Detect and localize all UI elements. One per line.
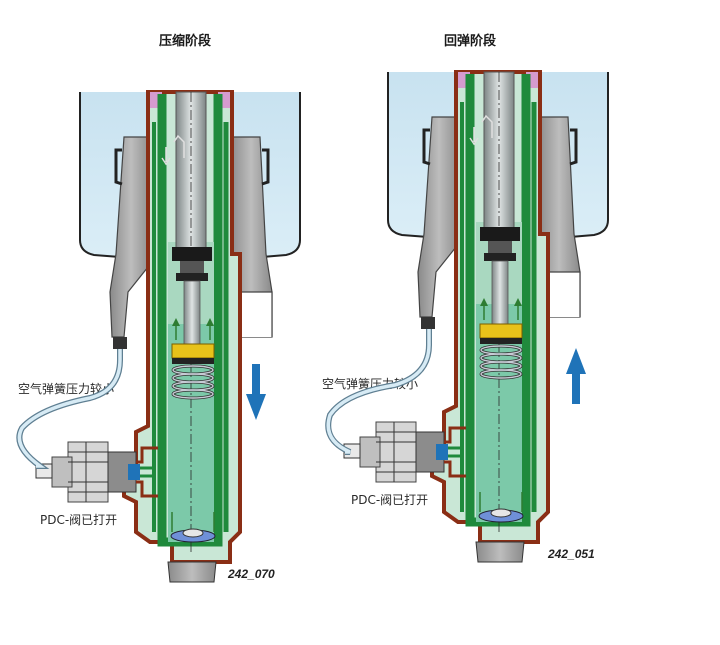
air-spring-label-left: 空气弹簧压力较小 [18, 382, 115, 396]
up-arrow-icon [566, 348, 586, 404]
figure-code-right: 242_051 [548, 547, 595, 561]
strut-rebound [344, 72, 608, 562]
panel-title-compression: 压缩阶段 [159, 34, 212, 49]
strut-compression [36, 92, 300, 582]
figure-code-left: 242_070 [228, 567, 275, 581]
down-arrow-icon [246, 364, 266, 420]
valve-label-right: PDC-阀已打开 [351, 493, 429, 507]
valve-label-left: PDC-阀已打开 [40, 513, 118, 527]
panel-title-rebound: 回弹阶段 [444, 34, 497, 49]
